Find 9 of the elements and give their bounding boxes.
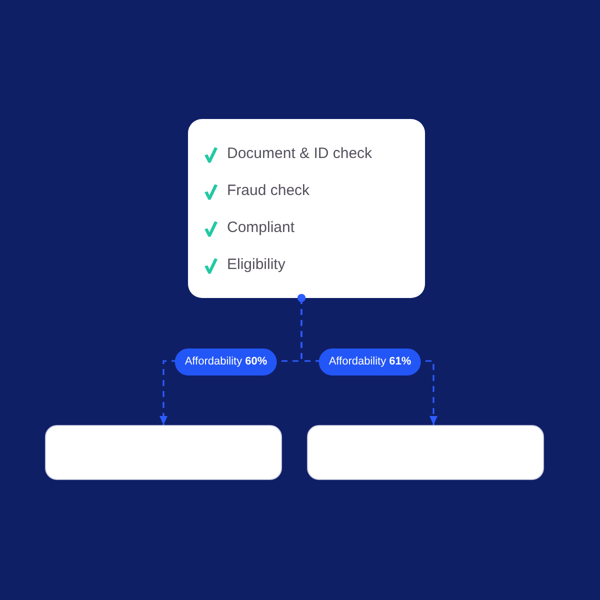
blank-card — [307, 425, 544, 480]
blank-card — [45, 425, 282, 480]
checklist-item: Document & ID check — [227, 144, 372, 164]
edge-label: Affordability 60% — [174, 348, 278, 376]
checklist-card — [188, 119, 425, 298]
checklist-item: Fraud check — [227, 181, 310, 202]
checklist-item: Compliant — [227, 218, 295, 238]
edge-label: Affordability 61% — [318, 348, 422, 376]
checklist-item: Eligibility — [227, 255, 286, 276]
